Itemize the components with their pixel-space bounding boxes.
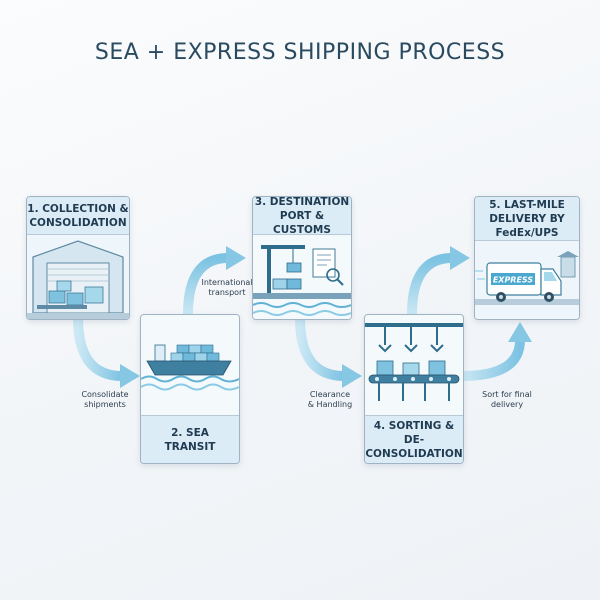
port-customs-illustration: [253, 235, 351, 319]
step-label-line: 4. SORTING &: [373, 419, 455, 432]
arrow-4-to-5-upper-head: [450, 246, 470, 270]
arrow-2-to-3-head: [226, 246, 246, 270]
connector-note-line: shipments: [84, 400, 126, 409]
arrow-3-to-4-head: [342, 364, 362, 388]
delivery-van-illustration: EXPRESS: [475, 241, 579, 319]
step-card-last-mile: 5. LAST-MILE DELIVERY BY FedEx/UPS EXPRE…: [474, 196, 580, 320]
arrow-2-to-3: [183, 253, 233, 319]
step-label: 4. SORTING & DE-CONSOLIDATION: [365, 415, 463, 463]
step-label-line: PORT & CUSTOMS: [273, 209, 331, 236]
step-label-line: CONSOLIDATION: [29, 216, 127, 229]
step-label-line: FedEx/UPS: [495, 226, 559, 239]
step-label-line: 3. DESTINATION: [254, 196, 350, 208]
connector-note-line: transport: [208, 288, 246, 297]
diagram-title: SEA + EXPRESS SHIPPING PROCESS: [94, 40, 506, 65]
step-card-sea-transit: 2. SEA TRANSIT: [140, 314, 240, 464]
arrow-3-to-4: [295, 313, 349, 381]
step-label-line: 1. COLLECTION &: [27, 202, 129, 215]
step-label: 1. COLLECTION & CONSOLIDATION: [27, 197, 129, 235]
ship-illustration: [141, 315, 239, 415]
step-label-line: DE-CONSOLIDATION: [365, 433, 463, 460]
arrow-4-to-5-upper: [407, 253, 457, 319]
connector-note-line: International: [201, 278, 253, 287]
step-label-line: 5. LAST-MILE: [489, 198, 565, 211]
van-express-text: EXPRESS: [493, 276, 534, 285]
connector-note-line: & Handling: [307, 400, 353, 409]
connector-note-line: Consolidate: [81, 390, 129, 399]
step-label-line: DELIVERY BY: [489, 212, 565, 225]
arrow-1-to-2-head: [120, 364, 140, 388]
connector-note-line: Sort for final: [482, 390, 532, 399]
sorting-robot-illustration: [365, 315, 463, 415]
arrow-4-to-5-right: [457, 335, 525, 381]
step-label: 5. LAST-MILE DELIVERY BY FedEx/UPS: [475, 197, 579, 241]
step-label: 2. SEA TRANSIT: [141, 415, 239, 463]
step-card-sorting: 4. SORTING & DE-CONSOLIDATION: [364, 314, 464, 464]
step-label-line: 2. SEA: [171, 426, 209, 439]
arrow-4-to-5-right-head: [508, 322, 532, 342]
connector-note-sort: Sort for final delivery: [472, 390, 542, 410]
connector-note-line: Clearance: [309, 390, 351, 399]
connector-note-consolidate: Consolidate shipments: [70, 390, 140, 410]
step-label-line: TRANSIT: [164, 440, 216, 453]
step-label: 3. DESTINATION PORT & CUSTOMS: [253, 196, 351, 236]
step-card-collection: 1. COLLECTION & CONSOLIDATION: [26, 196, 130, 320]
connector-note-clearance: Clearance & Handling: [298, 390, 362, 410]
warehouse-illustration: [27, 235, 129, 319]
arrow-1-to-2: [73, 313, 127, 381]
connector-note-line: delivery: [490, 400, 524, 409]
step-card-destination-port: 3. DESTINATION PORT & CUSTOMS: [252, 196, 352, 320]
connector-note-international: International transport: [192, 278, 262, 298]
